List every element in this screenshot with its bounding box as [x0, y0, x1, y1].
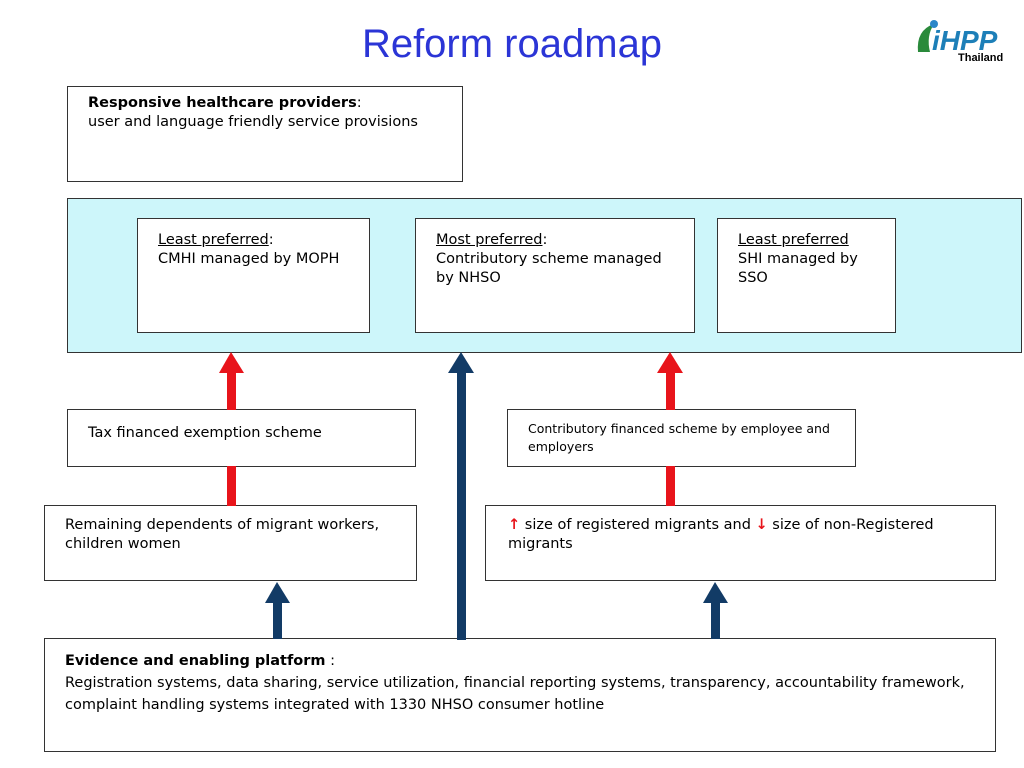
option-shi-label: Least preferred [738, 232, 849, 248]
platform-heading: Evidence and enabling platform [65, 653, 326, 669]
up-arrow-icon: ↑ [508, 517, 521, 533]
option-nhso-box: Most preferred: Contributory scheme mana… [415, 218, 695, 333]
registered-text-1: size of registered migrants and [520, 517, 756, 533]
ihpp-logo: iHPP Thailand [917, 20, 1003, 64]
option-nhso-colon: : [542, 232, 548, 248]
tax-scheme-box: Tax financed exemption scheme [67, 409, 416, 467]
platform-box: Evidence and enabling platform : Registr… [44, 638, 996, 752]
option-cmhi-colon: : [268, 232, 274, 248]
dependents-text: Remaining dependents of migrant workers,… [65, 517, 380, 552]
blue-arrow-platform-to-nhso [448, 352, 474, 640]
red-line-dependents-to-tax [227, 466, 236, 506]
option-nhso-label: Most preferred [436, 232, 543, 248]
option-cmhi-text: CMHI managed by MOPH [158, 250, 340, 267]
option-cmhi-box: Least preferred: CMHI managed by MOPH [137, 218, 370, 333]
platform-text: Registration systems, data sharing, serv… [65, 674, 965, 713]
responsive-providers-box: Responsive healthcare providers: user an… [67, 86, 463, 182]
responsive-providers-heading: Responsive healthcare providers [88, 95, 357, 111]
contrib-scheme-text: Contributory financed scheme by employee… [528, 421, 830, 455]
tax-scheme-text: Tax financed exemption scheme [88, 425, 322, 441]
blue-arrow-platform-to-dependents [265, 582, 290, 639]
registered-migrants-box: ↑ size of registered migrants and ↓ size… [485, 505, 996, 581]
option-nhso-text: Contributory scheme managed by NHSO [436, 250, 662, 286]
slide-title: Reform roadmap [361, 22, 663, 66]
contrib-scheme-box: Contributory financed scheme by employee… [507, 409, 856, 467]
responsive-providers-text: user and language friendly service provi… [88, 113, 418, 130]
option-shi-box: Least preferred SHI managed by SSO [717, 218, 896, 333]
blue-arrow-platform-to-registered [703, 582, 728, 639]
option-cmhi-label: Least preferred [158, 232, 269, 248]
dependents-box: Remaining dependents of migrant workers,… [44, 505, 417, 581]
red-arrow-contrib-to-shi [657, 352, 683, 410]
logo-text: iHPP [932, 25, 998, 56]
platform-colon: : [325, 653, 335, 669]
registered-text-2: size of non-Registered migrants [508, 517, 934, 552]
responsive-providers-colon: : [356, 95, 362, 111]
red-line-registered-to-contrib [666, 466, 675, 506]
option-shi-text: SHI managed by SSO [738, 250, 858, 286]
red-arrow-tax-to-cmhi [219, 352, 244, 410]
down-arrow-icon: ↓ [755, 517, 768, 533]
logo-subtext: Thailand [958, 52, 1003, 64]
